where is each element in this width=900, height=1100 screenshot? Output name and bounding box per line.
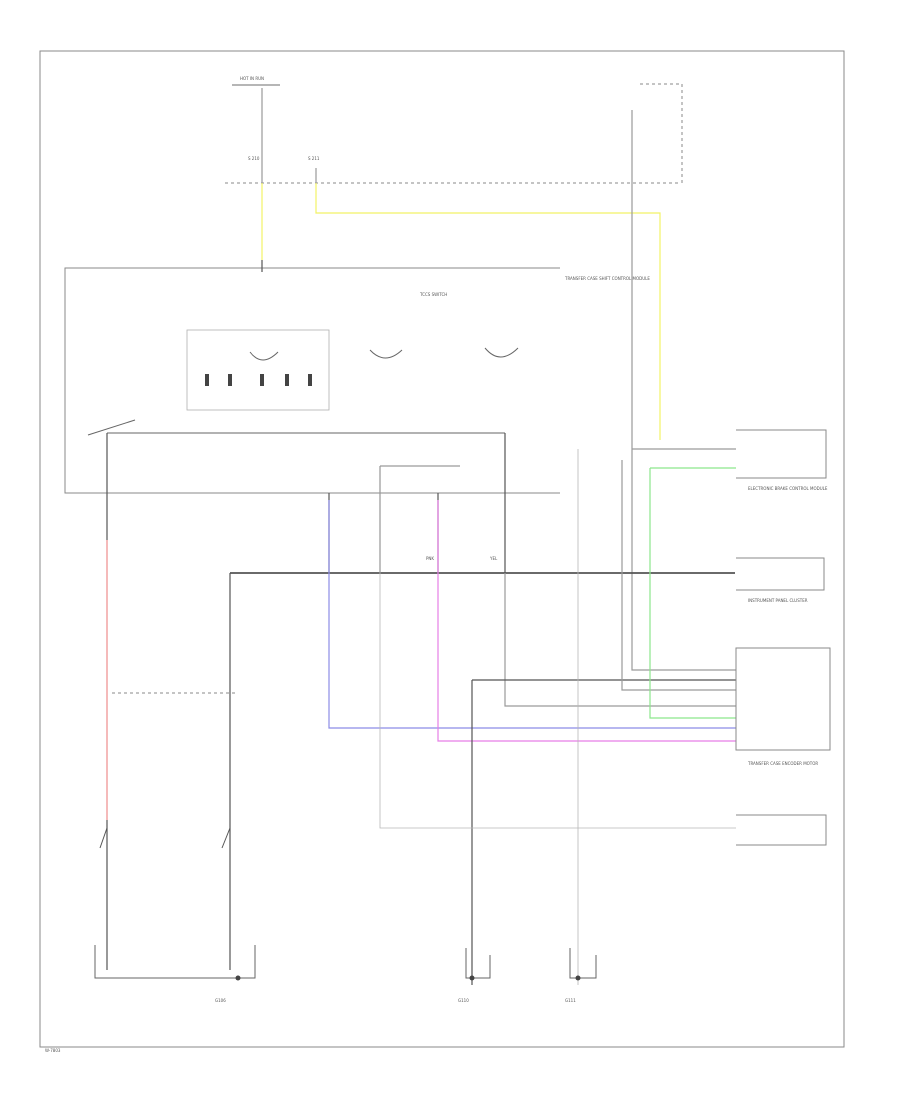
switch-arc-1 [249,351,279,361]
ground-b-loop [465,948,491,979]
wire-c-label: PNK [426,556,434,561]
ebcm-label: ELECTRONIC BRAKE CONTROL MODULE [748,486,828,491]
thin-gray-loop [379,466,736,829]
ground-c-label: G111 [565,998,576,1003]
yellow-wire-right [315,183,661,440]
splice-a-label: S 210 [248,156,260,161]
ipc-box [736,557,825,591]
right-connector-box [640,83,683,183]
switch-arc-2 [369,349,403,359]
gray-drop-center [504,573,736,707]
encoder-label: TRANSFER CASE ENCODER MOTOR [747,761,818,766]
switch-panel [186,329,330,411]
ipc-label: INSTRUMENT PANEL CLUSTER [748,598,808,603]
ebcm-box [736,429,827,479]
ground-b-label: G110 [458,998,469,1003]
sensor-box [736,814,827,846]
blue-wire [328,500,736,729]
ground-c-loop [569,948,597,979]
gray-trunk-right [631,183,736,671]
ground-b-node [469,975,475,981]
ground-a-loop [94,945,256,979]
ground-c-node [575,975,581,981]
switch-left [99,827,108,849]
top-fuse-label: HOT IN RUN [240,76,264,81]
mode-switch-label: TCCS SWITCH [419,292,447,297]
tccm-box [64,267,560,494]
wire-d-label: YEL [489,556,498,561]
ground-a-node [235,975,241,981]
green-wire [649,468,736,719]
module-main-label: TRANSFER CASE SHIFT CONTROL MODULE [564,276,650,281]
switch-right [221,827,231,849]
encoder-box [735,647,831,751]
footer-code: W-7803 [45,1048,61,1053]
ground-a-label: G106 [215,998,226,1003]
splice-b-label: S 211 [308,156,320,161]
diagram-frame [39,50,845,1048]
internal-switch [87,419,136,436]
switch-arc-3 [484,347,519,358]
magenta-wire [437,500,736,742]
resistor-bank [205,374,312,386]
gray-to-ebcm [621,460,736,691]
